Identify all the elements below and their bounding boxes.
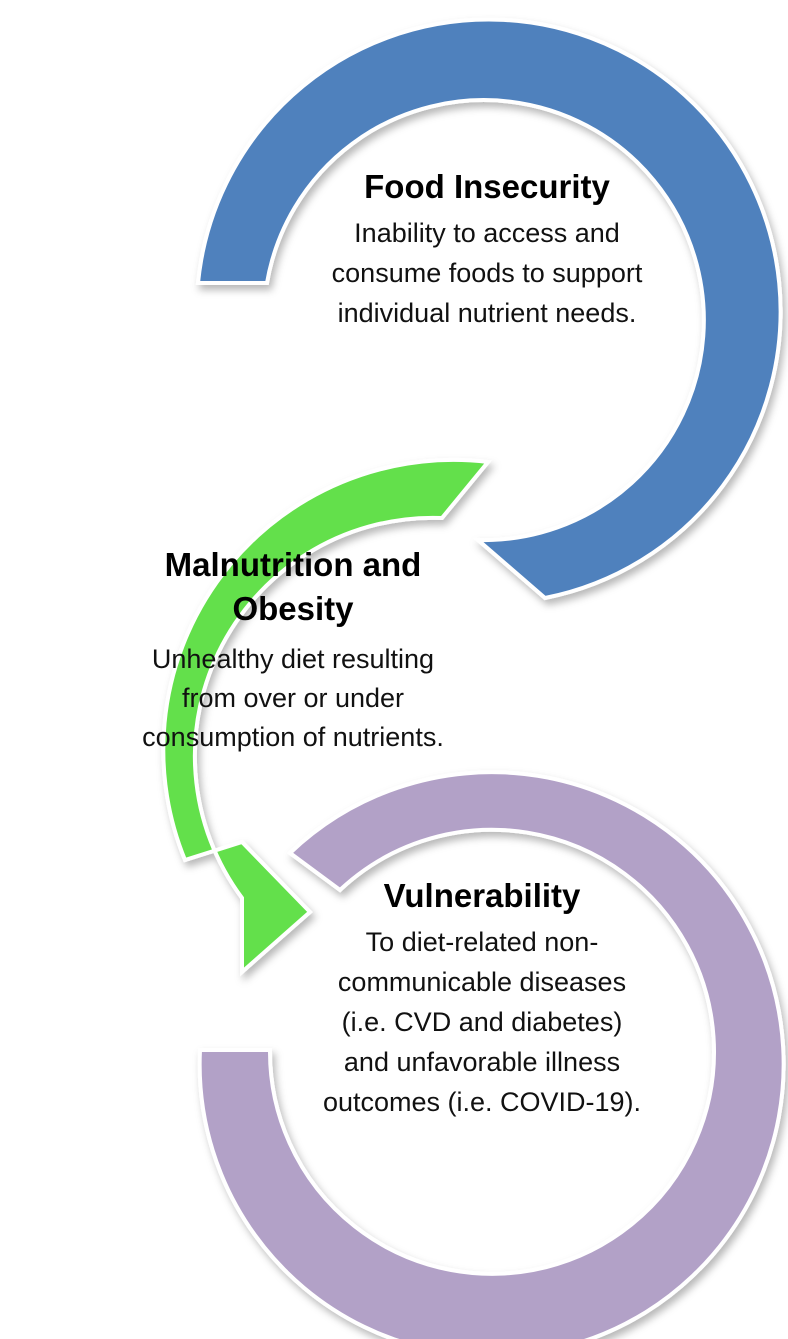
- vulnerability-line-5: outcomes (i.e. COVID-19).: [323, 1087, 641, 1117]
- malnutrition-line-3: consumption of nutrients.: [142, 722, 444, 752]
- food-insecurity-line-3: individual nutrient needs.: [338, 298, 637, 328]
- vulnerability-line-4: and unfavorable illness: [344, 1047, 620, 1077]
- malnutrition-title-line-2: Obesity: [232, 590, 354, 627]
- vulnerability-line-1: To diet-related non-: [366, 927, 599, 957]
- food-insecurity-line-2: consume foods to support: [332, 258, 643, 288]
- malnutrition-title-line-1: Malnutrition and: [165, 546, 422, 583]
- vulnerability-line-2: communicable diseases: [338, 967, 626, 997]
- vulnerability-ring: [197, 770, 786, 1339]
- vulnerability-title: Vulnerability: [384, 877, 581, 914]
- food-insecurity-line-1: Inability to access and: [354, 218, 620, 248]
- vulnerability-line-3: (i.e. CVD and diabetes): [342, 1007, 623, 1037]
- malnutrition-line-1: Unhealthy diet resulting: [152, 644, 434, 674]
- food-insecurity-arrow: [195, 17, 783, 601]
- malnutrition-arrow: [161, 457, 492, 977]
- malnutrition-line-2: from over or under: [182, 683, 404, 713]
- food-insecurity-title: Food Insecurity: [364, 168, 610, 205]
